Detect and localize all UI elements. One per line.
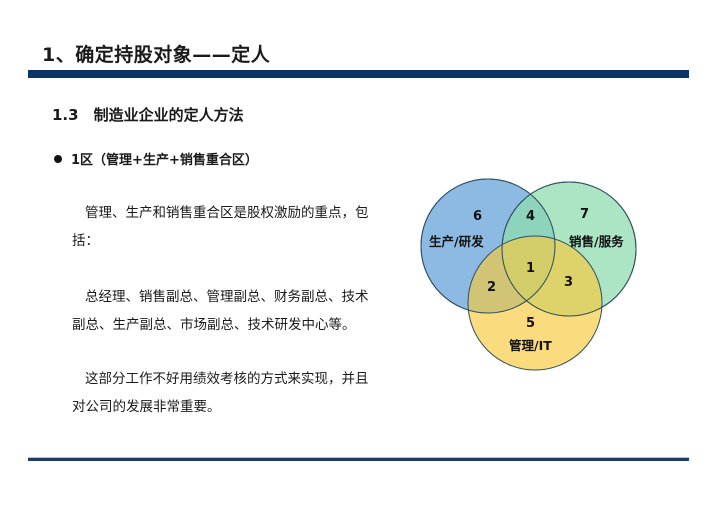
region-4-number: 4: [526, 209, 535, 224]
region-5-number: 5: [526, 316, 535, 331]
section-subtitle: 1.3 制造业企业的定人方法: [52, 106, 244, 124]
footer-divider: [28, 458, 689, 461]
header-divider: [28, 70, 689, 78]
region-7-number: 7: [580, 207, 589, 222]
bullet-dot-icon: [54, 154, 62, 163]
paragraph-focus: 管理、生产和销售重合区是股权激励的重点，包括：: [72, 205, 369, 249]
circle-management-it: [467, 235, 603, 371]
page-title: 1、确定持股对象——定人: [42, 44, 271, 66]
label-sales-service: 销售/服务: [569, 234, 624, 249]
region-6-number: 6: [473, 209, 482, 224]
label-production-rd: 生产/研发: [429, 234, 484, 249]
bullet-text: 1区（管理+生产+销售重合区）: [71, 153, 258, 168]
label-management-it: 管理/IT: [509, 338, 552, 353]
bullet-item: 1区（管理+生产+销售重合区）: [54, 149, 258, 168]
venn-circles: [420, 178, 637, 371]
region-2-number: 2: [487, 280, 496, 295]
venn-diagram: 6 4 7 生产/研发 销售/服务 1 2 3 5 管理/IT: [420, 178, 637, 371]
region-3-number: 3: [564, 275, 573, 290]
paragraph-importance: 这部分工作不好用绩效考核的方式来实现，并且对公司的发展非常重要。: [72, 371, 369, 415]
paragraph-roles: 总经理、销售副总、管理副总、财务副总、技术副总、生产副总、市场副总、技术研发中心…: [72, 289, 369, 333]
region-1-number: 1: [526, 261, 535, 276]
